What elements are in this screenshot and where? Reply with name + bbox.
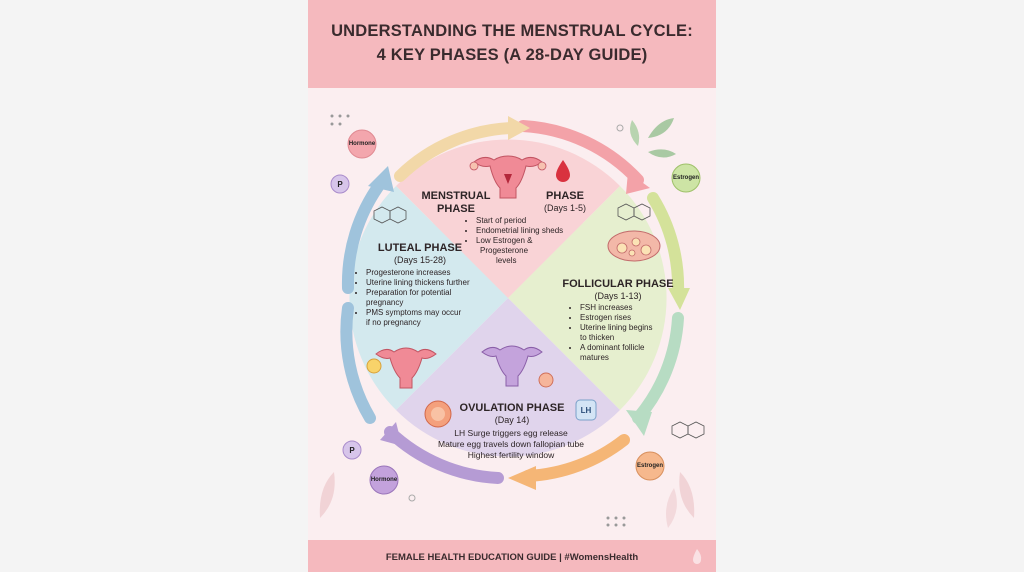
uterus-icon-left: [366, 347, 437, 389]
p-badge-bottom: [342, 440, 362, 460]
footer-banner: FEMALE HEALTH EDUCATION GUIDE | #WomensH…: [308, 540, 716, 572]
arrowhead-bottom-right: [508, 466, 536, 490]
cycle-diagram: [319, 114, 705, 528]
arrowhead-top: [508, 116, 530, 140]
p-badge-top-label: P: [337, 179, 343, 189]
uterus-icon-top: [469, 155, 547, 199]
uterus-icon-bottom: [481, 345, 554, 388]
ovulation-days: (Day 14): [494, 415, 530, 425]
ovulation-phase-heading: OVULATION PHASE (Day 14): [452, 402, 572, 426]
list-item: LH Surge triggers egg release: [454, 428, 568, 438]
hormone-badge-bottom: [369, 465, 399, 495]
follicular-title: FOLLICULAR PHASE: [562, 278, 674, 290]
arrow-top-right: [517, 120, 644, 186]
arrowhead-right-low: [626, 410, 652, 436]
arrowhead-bottom: [380, 422, 402, 446]
list-item: Endometrial lining sheds: [476, 226, 586, 236]
list-item: Estrogen rises: [580, 313, 680, 323]
ovulation-title: OVULATION PHASE: [459, 402, 565, 414]
arrow-top: [394, 122, 519, 182]
estrogen-badge-top-label: Estrogen: [672, 175, 699, 181]
p-badge-top: [330, 174, 350, 194]
estrogen-badge-bottom: [635, 451, 665, 481]
header-banner: UNDERSTANDING THE MENSTRUAL CYCLE: 4 KEY…: [308, 0, 716, 88]
lh-badge-label: LH: [580, 405, 592, 415]
arrow-left: [340, 302, 376, 424]
p-badge-bottom-label: P: [349, 445, 355, 455]
luteal-days: (Days 15-28): [393, 255, 447, 265]
arrow-bottom-right: [522, 434, 630, 482]
leaf-icon: [648, 118, 674, 138]
list-item-continuation: if no pregnancy: [366, 318, 421, 327]
menstrual-title: MENSTRUAL: [421, 190, 491, 202]
list-item: PMS symptoms may occur: [366, 308, 506, 318]
flame-icon: [693, 549, 702, 564]
menstrual-phase-title-left: MENSTRUAL PHASE: [416, 190, 496, 216]
list-item-continuation: Progesterone: [480, 246, 529, 255]
title-line-2: 4 KEY PHASES (A 28-DAY GUIDE): [376, 46, 648, 64]
luteal-title: LUTEAL PHASE: [377, 242, 463, 254]
list-item: Mature egg travels down fallopian tube: [437, 439, 584, 449]
footer-text: FEMALE HEALTH EDUCATION GUIDE | #WomensH…: [385, 552, 639, 563]
list-item-continuation: levels: [496, 256, 517, 265]
list-item: Highest fertility window: [467, 450, 555, 460]
arrowhead-right: [668, 288, 690, 310]
ovulation-phase-list: LH Surge triggers egg release Mature egg…: [416, 428, 606, 461]
menstrual-phase-title-right: PHASE (Days 1-5): [530, 190, 600, 214]
arrowhead-left: [368, 166, 394, 192]
hormone-badge-top-label: Hormone: [348, 141, 376, 147]
hormone-badge-top: [347, 129, 377, 159]
follicular-phase-heading: FOLLICULAR PHASE (Days 1-13): [558, 278, 678, 302]
list-item: Progesterone increases: [366, 268, 506, 278]
menstrual-phase-list: Start of period Endometrial lining sheds…: [466, 213, 586, 266]
leaf-icon: [648, 149, 676, 158]
arrow-right: [647, 192, 685, 299]
arrow-right-low: [632, 312, 684, 424]
list-item-continuation: to thicken: [580, 333, 615, 342]
list-item-continuation: matures: [580, 353, 609, 362]
luteal-phase-list: Progesterone increases Uterine lining th…: [356, 265, 506, 328]
menstrual-title-right: PHASE: [546, 190, 584, 202]
egg-icon: [424, 400, 452, 428]
list-item: Uterine lining thickens further: [366, 278, 506, 288]
list-item: Preparation for potential: [366, 288, 506, 298]
title-line-1: UNDERSTANDING THE MENSTRUAL CYCLE:: [331, 22, 693, 40]
list-item: Uterine lining begins: [580, 323, 680, 333]
molecule-icon: [617, 203, 651, 221]
menstrual-days: (Days 1-5): [543, 203, 586, 213]
menstrual-title-phase: PHASE: [437, 203, 475, 215]
list-item: FSH increases: [580, 303, 680, 313]
list-item: Start of period: [476, 216, 586, 226]
blood-drop-icon: [556, 160, 570, 182]
arrowhead-top-right: [626, 172, 650, 194]
leaf-icon: [630, 120, 640, 146]
list-item-continuation: pregnancy: [366, 298, 404, 307]
hormone-badge-bottom-label: Hormone: [370, 477, 398, 483]
follicular-days: (Days 1-13): [594, 291, 642, 301]
molecule-icon: [373, 206, 407, 224]
follicular-phase-list: FSH increases Estrogen rises Uterine lin…: [570, 300, 680, 363]
luteal-phase-heading: LUTEAL PHASE (Days 15-28): [360, 242, 480, 266]
lh-badge: [575, 399, 597, 421]
leaf-icon: [666, 488, 677, 528]
leaf-icon: [679, 472, 695, 518]
estrogen-badge-bottom-label: Estrogen: [636, 463, 663, 469]
list-item: Low Estrogen &: [476, 236, 586, 246]
leaf-icon: [319, 472, 335, 518]
infographic-poster: UNDERSTANDING THE MENSTRUAL CYCLE: 4 KEY…: [308, 0, 716, 572]
molecule-icon: [671, 421, 705, 439]
list-item: A dominant follicle: [580, 343, 680, 353]
arrow-left-up: [341, 178, 386, 294]
ovary-icon: [607, 230, 661, 262]
estrogen-badge-top: [671, 163, 701, 193]
